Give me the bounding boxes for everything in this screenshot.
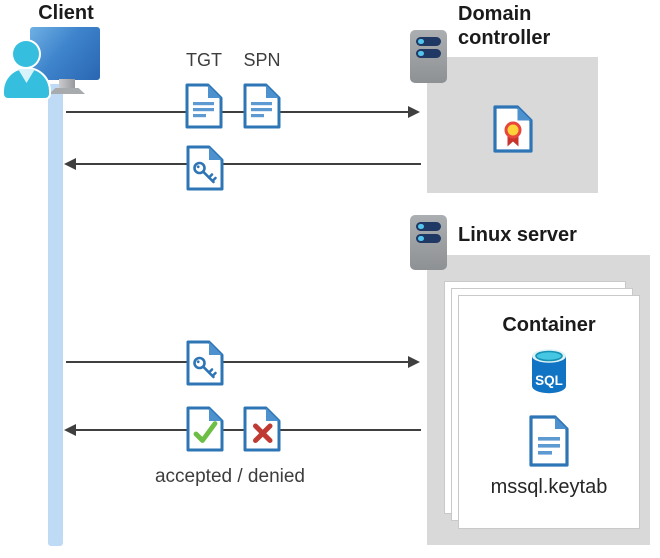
user-body-icon (4, 69, 49, 98)
key-ticket-icon (186, 145, 224, 191)
arrowhead-left-icon (64, 424, 76, 436)
server-drive-led (416, 234, 441, 243)
server-icon (410, 30, 447, 83)
domain-controller-title: Domain controller (458, 3, 551, 49)
client-lifeline (48, 84, 63, 546)
arrow-client-to-dc (66, 111, 408, 113)
tgt-label: TGT (186, 50, 222, 70)
monitor-stand (59, 79, 75, 89)
arrow-client-to-linux (66, 361, 408, 363)
ticket-document-icon (185, 83, 223, 129)
keytab-label: mssql.keytab (490, 476, 608, 498)
accepted-document-icon (186, 406, 224, 452)
monitor-stand-base (49, 88, 85, 94)
keytab-document-icon (529, 415, 569, 467)
certificate-icon (493, 105, 533, 153)
arrowhead-right-icon (408, 106, 420, 118)
sql-database-icon: SQL (532, 349, 566, 394)
user-icon (13, 41, 39, 67)
server-drive-led (416, 49, 441, 58)
spn-label: SPN (243, 50, 281, 70)
sql-badge-text: SQL (535, 373, 563, 388)
monitor-icon (30, 27, 100, 80)
ticket-document-icon (243, 83, 281, 129)
container-title: Container (502, 314, 596, 336)
key-ticket-icon (186, 340, 224, 386)
denied-document-icon (243, 406, 281, 452)
client-title: Client (38, 2, 94, 24)
linux-server-title: Linux server (458, 224, 577, 246)
server-drive-led (416, 222, 441, 231)
arrow-dc-to-client (74, 163, 421, 165)
accepted-denied-label: accepted / denied (154, 466, 305, 487)
server-icon (410, 215, 447, 270)
arrowhead-right-icon (408, 356, 420, 368)
user-vneck (18, 69, 35, 83)
server-drive-led (416, 37, 441, 46)
arrowhead-left-icon (64, 158, 76, 170)
container-card (458, 295, 640, 529)
